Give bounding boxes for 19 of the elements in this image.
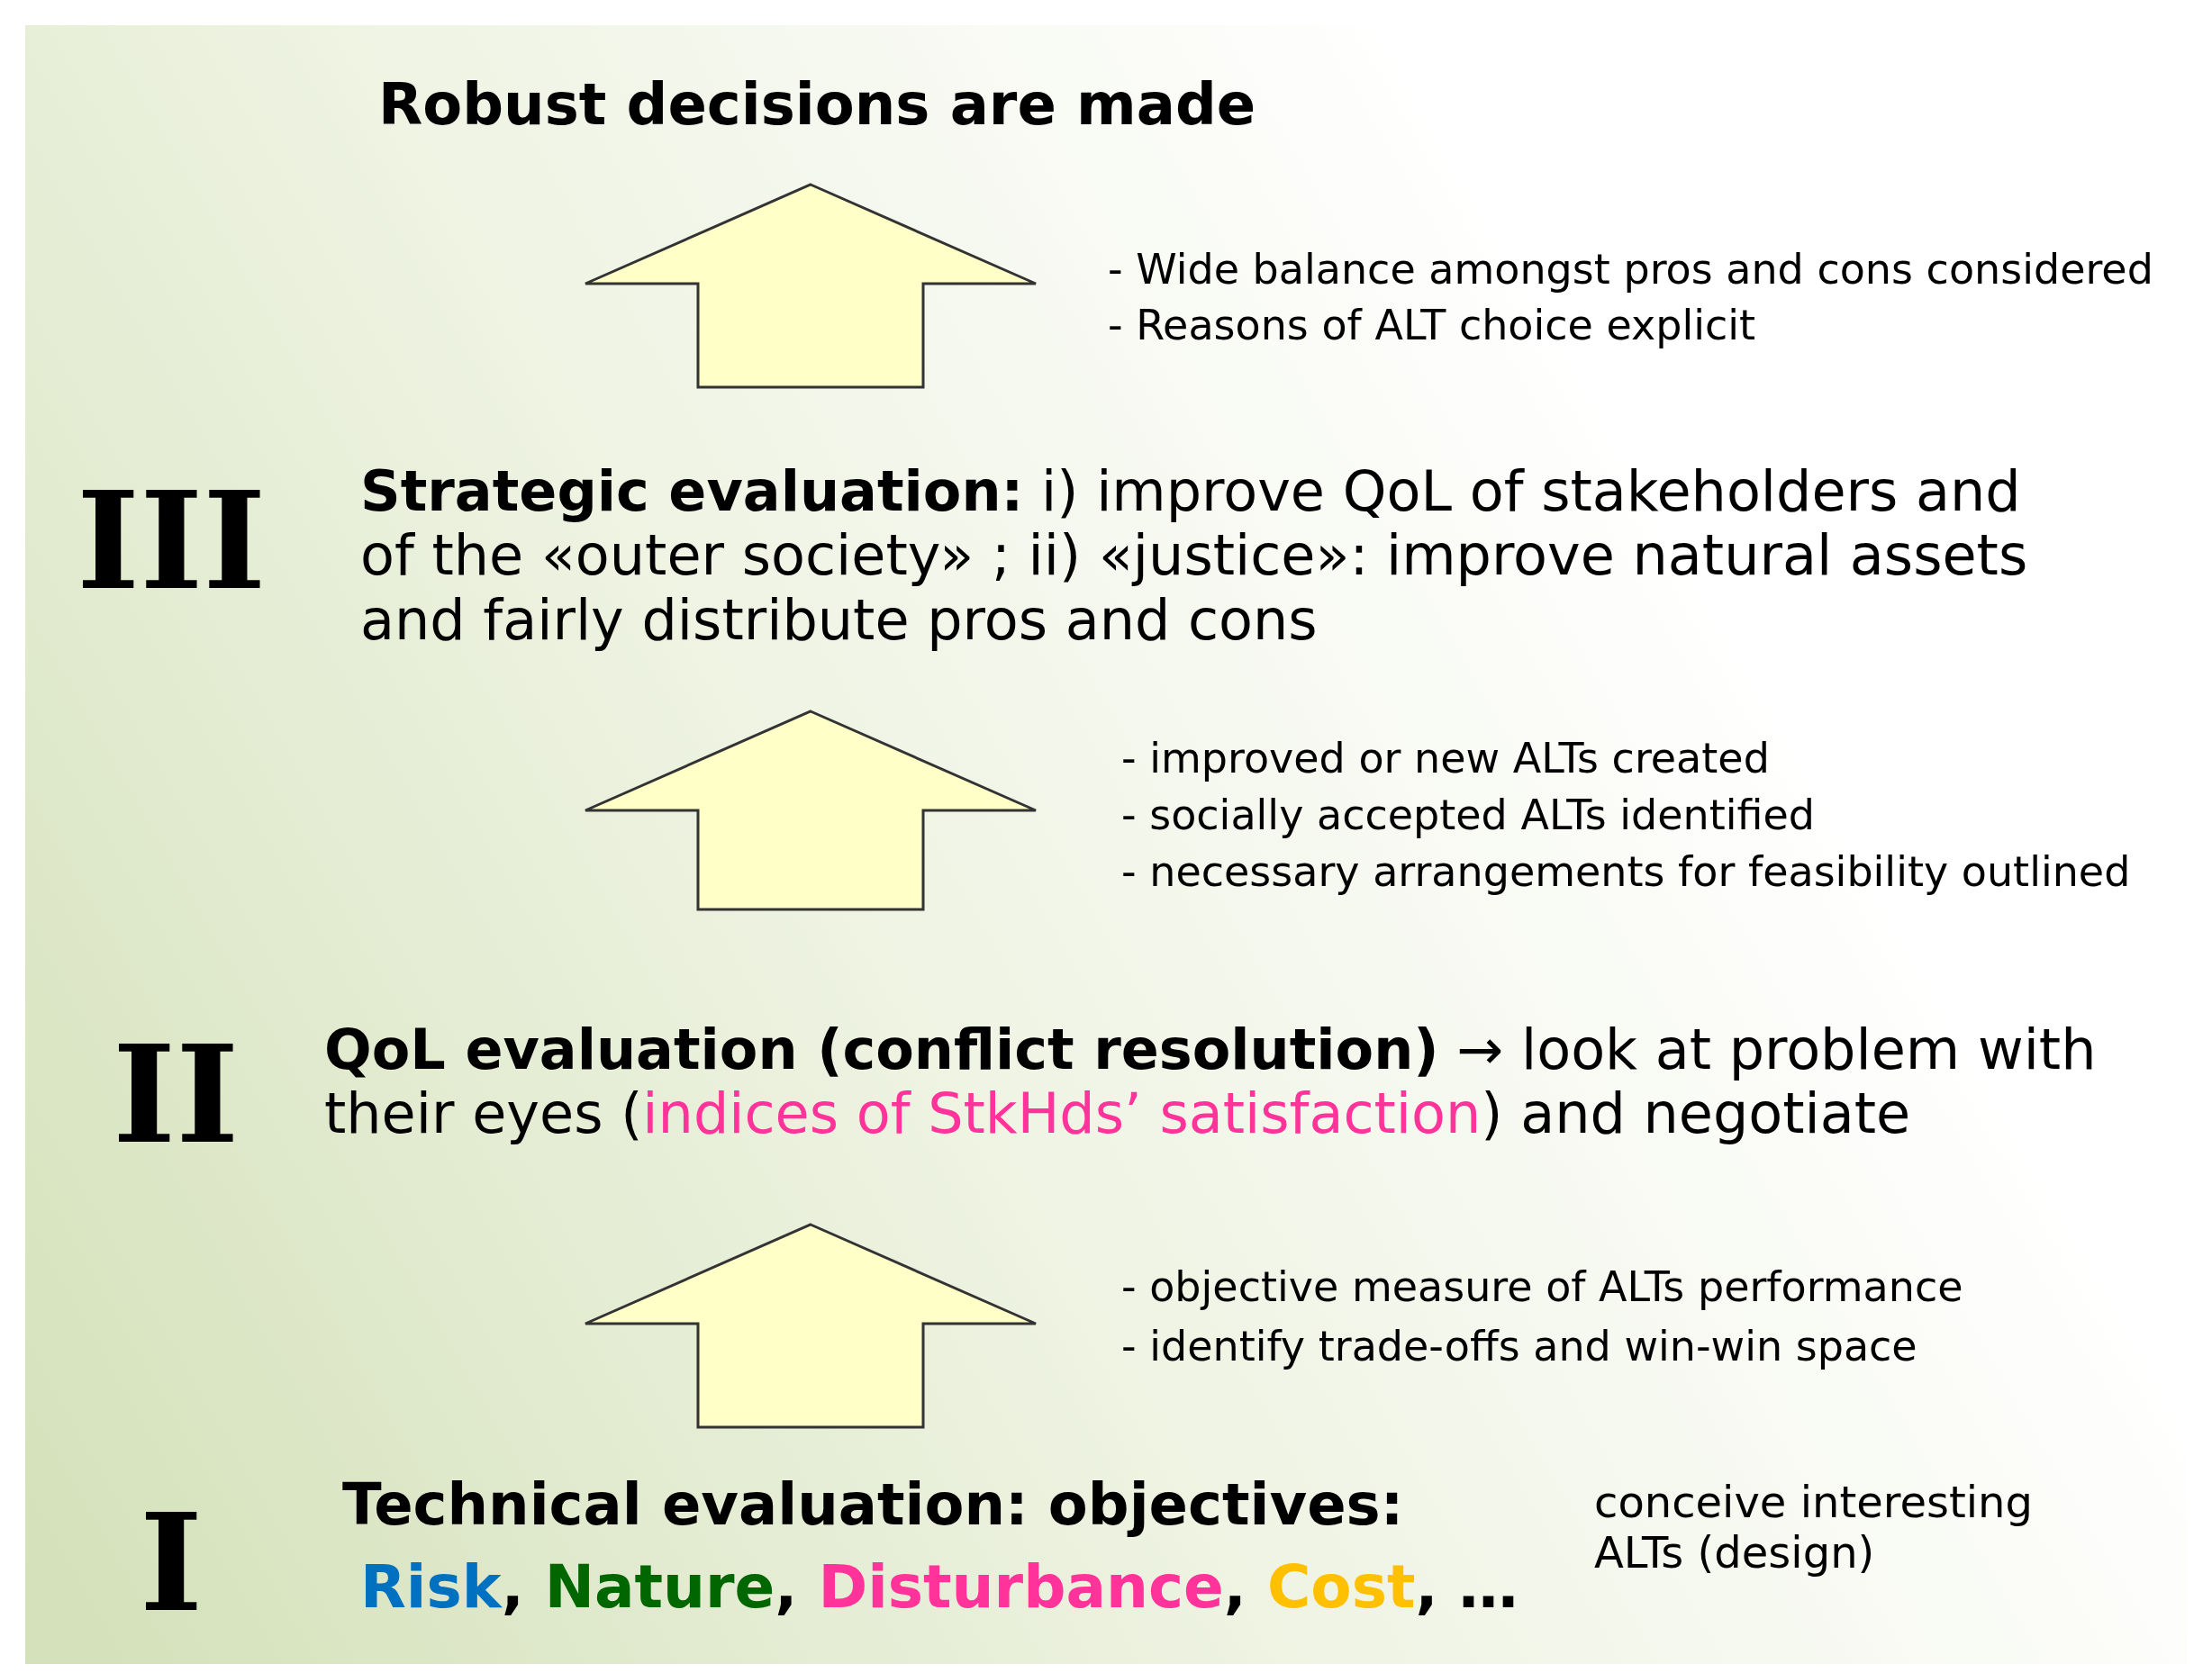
block-arrow bbox=[584, 710, 1038, 911]
bullet-note: - socially accepted ALTs identified bbox=[1121, 791, 1815, 839]
bullet-note: - Wide balance amongst pros and cons considered bbox=[1108, 245, 2153, 294]
block-arrow bbox=[584, 183, 1038, 389]
block-arrow bbox=[584, 1223, 1038, 1429]
level-text: Risk, Nature, Disturbance, Cost, … bbox=[360, 1553, 1519, 1622]
level-numeral: I bbox=[140, 1495, 204, 1630]
outcome-heading: Robust decisions are made bbox=[378, 72, 1257, 139]
level-text: Strategic evaluation: i) improve QoL of stakeholders and of the «outer society» ; ii) «justice»: improve natural assets and fairly distribute pros and cons bbox=[360, 459, 2029, 652]
level-text: QoL evaluation (conflict resolution) → look at problem with their eyes (indices of StkHds’ satisfaction) and negotiate bbox=[324, 1017, 2098, 1146]
level-numeral: II bbox=[113, 1026, 240, 1162]
bullet-note: - identify trade-offs and win-win space bbox=[1121, 1322, 1917, 1370]
level-numeral: III bbox=[77, 473, 267, 608]
bullet-note: - Reasons of ALT choice explicit bbox=[1108, 301, 1756, 349]
bullet-note: - improved or new ALTs created bbox=[1121, 734, 1770, 782]
bullet-note: - necessary arrangements for feasibility outlined bbox=[1121, 847, 2131, 896]
side-note: conceive interesting ALTs (design) bbox=[1594, 1477, 2034, 1578]
level-text: Technical evaluation: objectives: bbox=[342, 1472, 1405, 1539]
bullet-note: - objective measure of ALTs performance bbox=[1121, 1262, 1963, 1311]
